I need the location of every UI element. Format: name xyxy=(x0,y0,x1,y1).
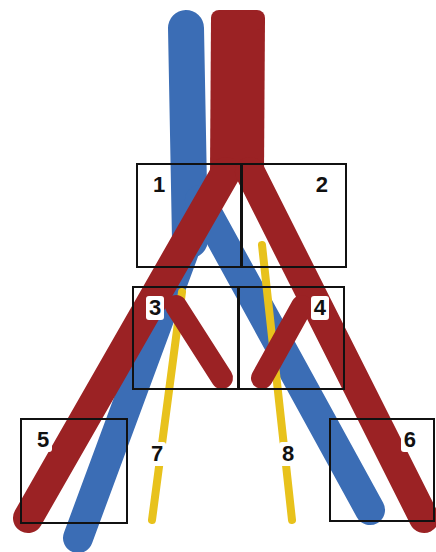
callout-number: 2 xyxy=(313,173,331,197)
artery-branch-right xyxy=(262,306,302,378)
callout-number: 3 xyxy=(146,296,164,320)
callout-number: 7 xyxy=(148,442,166,466)
callout-number: 8 xyxy=(279,442,297,466)
region-box: 6 xyxy=(329,418,435,522)
region-box: 1 xyxy=(136,163,242,268)
callout-number: 5 xyxy=(34,428,52,452)
region-box: 3 xyxy=(132,286,239,390)
region-box: 2 xyxy=(241,163,347,268)
region-box: 5 xyxy=(20,418,128,524)
artery-right xyxy=(250,172,424,518)
callout-number: 1 xyxy=(150,173,168,197)
artery-branch-left xyxy=(176,306,222,378)
callout-number: 6 xyxy=(401,428,419,452)
region-box: 4 xyxy=(238,286,345,390)
artery-top xyxy=(211,10,265,30)
callout-number: 4 xyxy=(311,296,329,320)
artery-trunk xyxy=(237,18,238,172)
